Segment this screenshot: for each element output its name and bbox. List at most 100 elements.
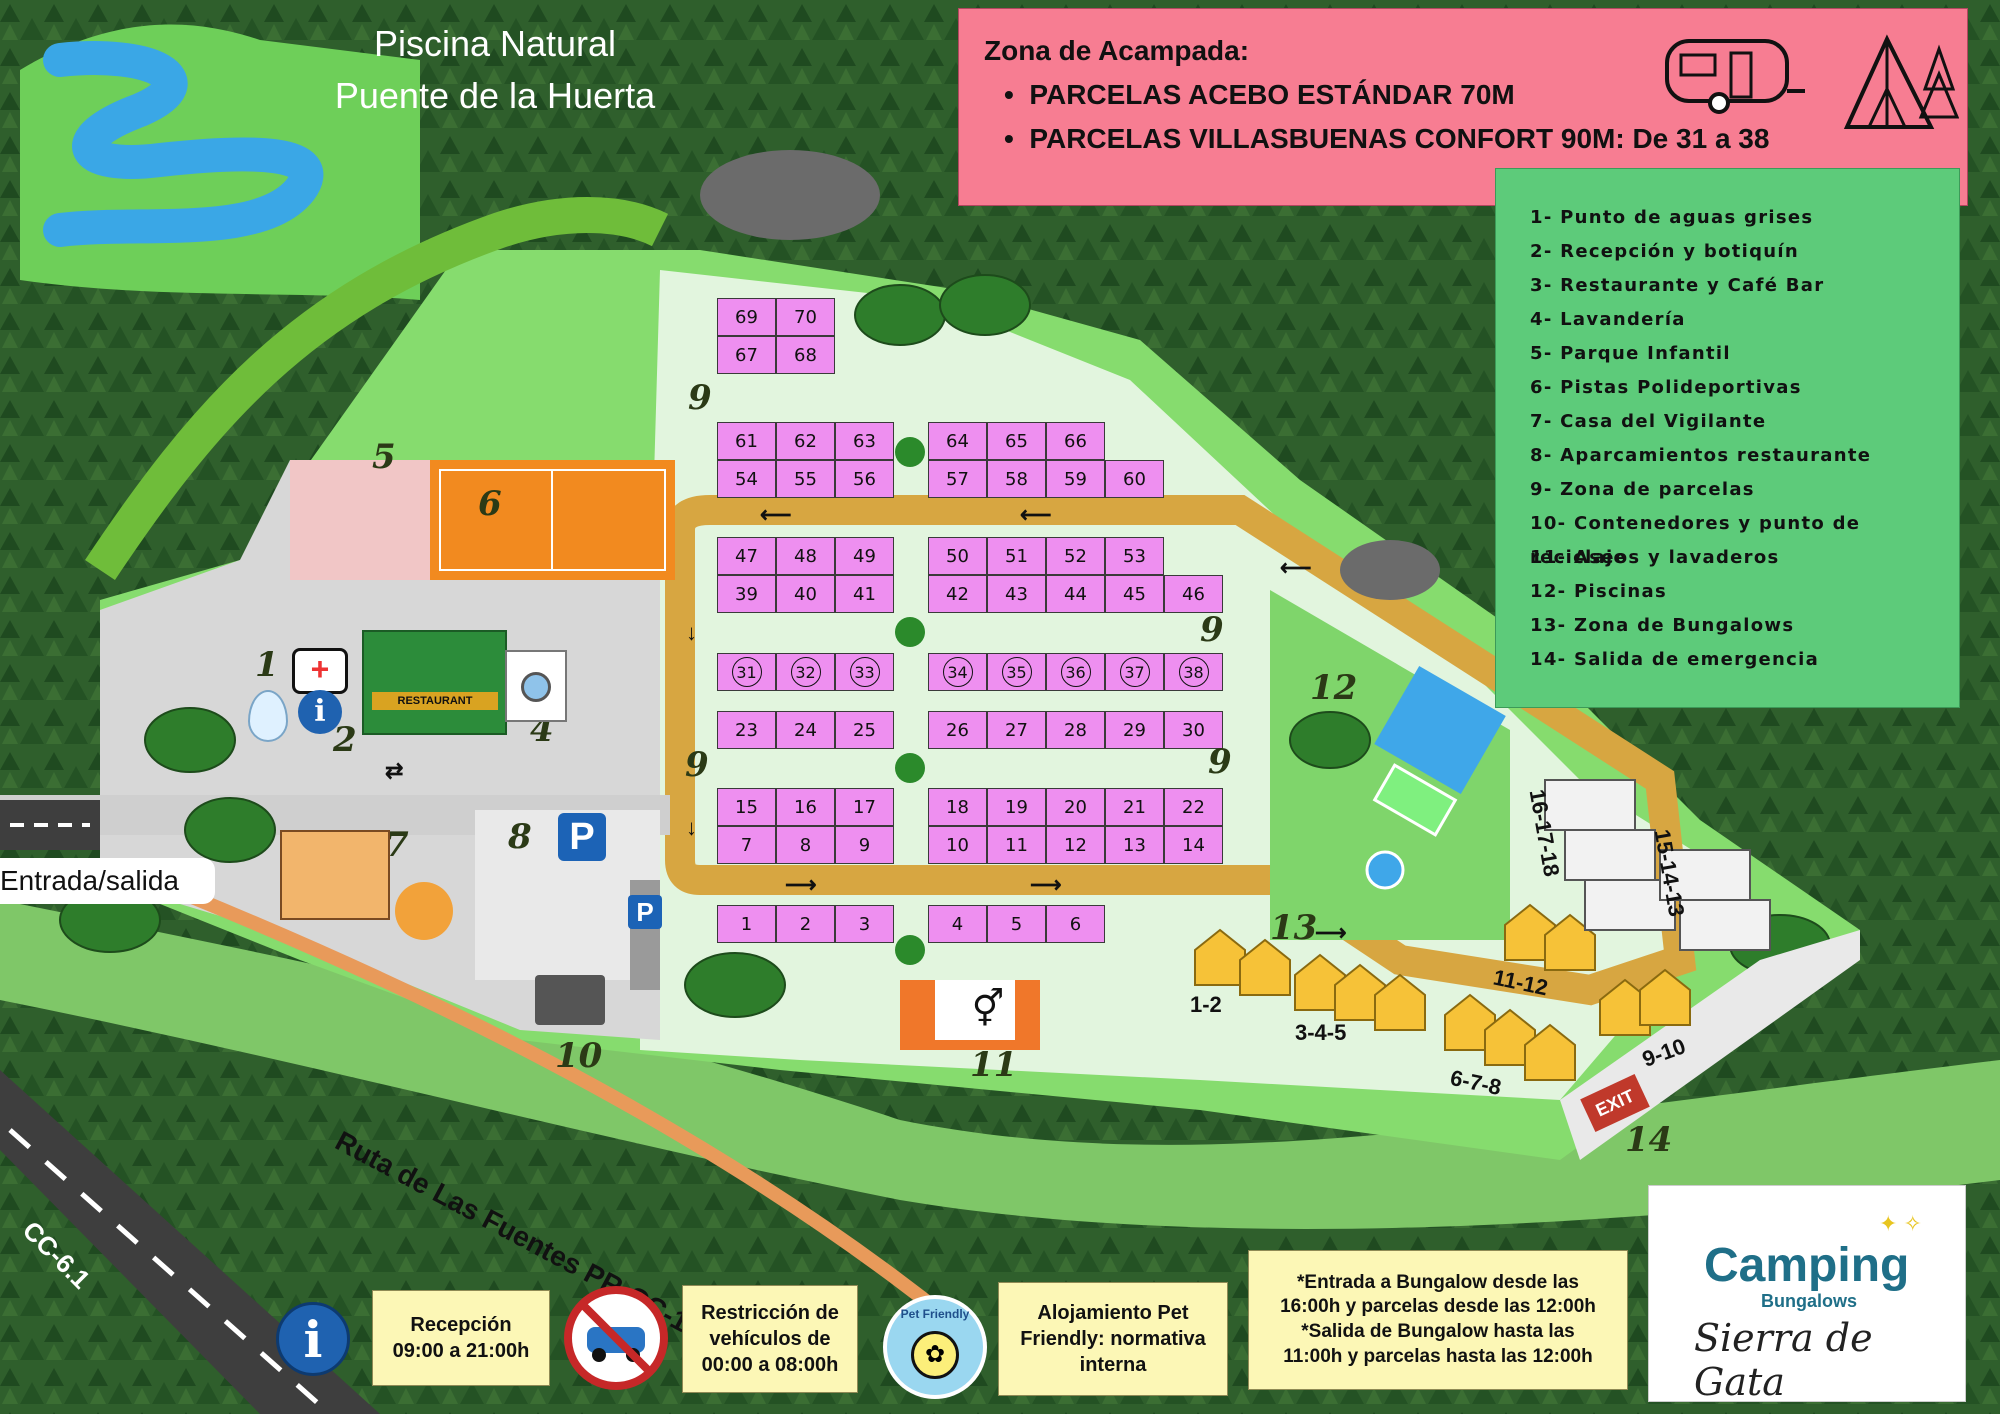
- road-arrow: ⟶: [1030, 872, 1062, 897]
- caravan-icon: [1665, 39, 1805, 114]
- plot-number: 33: [849, 657, 880, 687]
- plot-number: 31: [731, 657, 762, 687]
- plot-36: 36: [1046, 653, 1105, 691]
- plot-38: 38: [1164, 653, 1223, 691]
- zone-number-2: 2: [333, 720, 357, 760]
- plot-28: 28: [1046, 711, 1105, 749]
- logo-subtitle: Bungalows: [1761, 1291, 1858, 1311]
- road-arrow: ⟵: [760, 502, 792, 527]
- plot-13: 13: [1105, 826, 1164, 864]
- plot-45: 45: [1105, 575, 1164, 613]
- zone-number-12: 12: [1310, 668, 1358, 708]
- plot-2: 2: [776, 905, 835, 943]
- legend-item: 14- Salida de emergencia: [1530, 649, 1820, 670]
- legend-item: 11- Aseos y lavaderos: [1530, 547, 1780, 568]
- plot-20: 20: [1046, 788, 1105, 826]
- vehicle-restriction: Restricción de vehículos de 00:00 a 08:0…: [682, 1285, 858, 1393]
- plot-number: 34: [942, 657, 973, 687]
- info-icon: i: [298, 690, 342, 734]
- plot-39: 39: [717, 575, 776, 613]
- legend-item: 13- Zona de Bungalows: [1530, 615, 1795, 636]
- legend-item: 1- Punto de aguas grises: [1530, 207, 1814, 228]
- plot-59: 59: [1046, 460, 1105, 498]
- plot-34: 34: [928, 653, 987, 691]
- camping-zone-item: • PARCELAS ACEBO ESTÁNDAR 70M: [1004, 79, 1515, 110]
- plot-10: 10: [928, 826, 987, 864]
- plot-21: 21: [1105, 788, 1164, 826]
- plot-25: 25: [835, 711, 894, 749]
- parking-icon: P: [558, 813, 606, 861]
- plot-14: 14: [1164, 826, 1223, 864]
- camping-logo: Camping Bungalows Sierra de Gata ✦ ✧: [1648, 1185, 1966, 1404]
- tent-icon: [1843, 34, 1959, 129]
- legend-item: 8- Aparcamientos restaurante: [1530, 445, 1872, 466]
- plot-55: 55: [776, 460, 835, 498]
- pool-title-line-1: Piscina Natural: [373, 23, 617, 64]
- plot-44: 44: [1046, 575, 1105, 613]
- plot-number: 37: [1119, 657, 1150, 687]
- pool-title: Piscina Natural Puente de la Huerta: [300, 18, 690, 122]
- legend-item: 2- Recepción y botiquín: [1530, 241, 1799, 262]
- plot-26: 26: [928, 711, 987, 749]
- plot-51: 51: [987, 537, 1046, 575]
- plot-57: 57: [928, 460, 987, 498]
- restaurant-building: RESTAURANT: [362, 630, 507, 735]
- plot-number: 35: [1001, 657, 1032, 687]
- pet-badge-label: Pet Friendly: [900, 1307, 970, 1321]
- plot-69: 69: [717, 298, 776, 336]
- plot-27: 27: [987, 711, 1046, 749]
- plot-46: 46: [1164, 575, 1223, 613]
- plot-37: 37: [1105, 653, 1164, 691]
- zone-number-1: 1: [255, 645, 279, 685]
- plot-32: 32: [776, 653, 835, 691]
- plot-60: 60: [1105, 460, 1164, 498]
- legend-item: 6- Pistas Polideportivas: [1530, 377, 1802, 398]
- plot-24: 24: [776, 711, 835, 749]
- zone-number-9: 9: [688, 378, 712, 418]
- toilet-icon: ⚥: [971, 988, 1005, 1029]
- legend-item: 3- Restaurante y Café Bar: [1530, 275, 1825, 296]
- road-arrow: ⟶: [1315, 920, 1347, 945]
- pet-friendly-badge: Pet Friendly ✿: [883, 1295, 987, 1399]
- zone-number-10: 10: [555, 1036, 603, 1076]
- plot-9: 9: [835, 826, 894, 864]
- plot-66: 66: [1046, 422, 1105, 460]
- plot-22: 22: [1164, 788, 1223, 826]
- bungalow-label: 1-2: [1190, 992, 1222, 1017]
- plot-3: 3: [835, 905, 894, 943]
- plot-63: 63: [835, 422, 894, 460]
- plot-33: 33: [835, 653, 894, 691]
- washing-machine-door: [521, 672, 551, 702]
- plot-50: 50: [928, 537, 987, 575]
- plot-17: 17: [835, 788, 894, 826]
- zone-number-11: 11: [970, 1045, 1018, 1085]
- zone-number-8: 8: [508, 817, 532, 857]
- plot-52: 52: [1046, 537, 1105, 575]
- plot-8: 8: [776, 826, 835, 864]
- pool-title-line-2: Puente de la Huerta: [334, 75, 656, 116]
- zone-number-9: 9: [685, 745, 709, 785]
- star-icon: ✦ ✧: [1879, 1211, 1922, 1236]
- plot-61: 61: [717, 422, 776, 460]
- zone-number-9: 9: [1200, 610, 1224, 650]
- plot-68: 68: [776, 336, 835, 374]
- zone-number-9: 9: [1208, 742, 1232, 782]
- legend-item: 10- Contenedores y punto de reciclaje: [1530, 513, 1861, 568]
- road-arrow: ⟶: [785, 872, 817, 897]
- plot-23: 23: [717, 711, 776, 749]
- logo-title: Camping: [1704, 1239, 1910, 1292]
- logo-tagline: Sierra de Gata: [1694, 1316, 1873, 1404]
- plot-29: 29: [1105, 711, 1164, 749]
- plot-62: 62: [776, 422, 835, 460]
- pet-policy: Alojamiento Pet Friendly: normativa inte…: [998, 1282, 1228, 1396]
- plot-4: 4: [928, 905, 987, 943]
- parking-icon: P: [628, 895, 662, 929]
- legend-item: 12- Piscinas: [1530, 581, 1667, 602]
- paw-icon: ✿: [911, 1331, 959, 1379]
- plot-42: 42: [928, 575, 987, 613]
- camping-zone-item: • PARCELAS VILLASBUENAS CONFORT 90M: De …: [1004, 123, 1770, 154]
- plot-1: 1: [717, 905, 776, 943]
- plot-19: 19: [987, 788, 1046, 826]
